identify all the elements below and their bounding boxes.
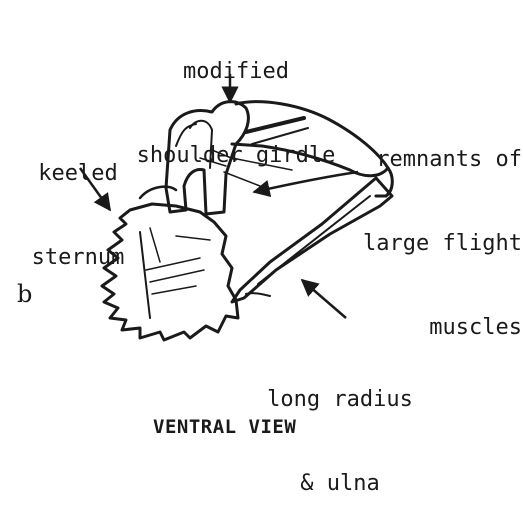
panel-letter: b bbox=[17, 280, 32, 308]
arrow-radius bbox=[302, 280, 346, 318]
label-shoulder-girdle: modified shoulder girdle bbox=[136, 2, 336, 198]
label-radius-line1: long radius bbox=[250, 386, 430, 414]
label-radius-line2: & ulna bbox=[250, 470, 430, 498]
label-shoulder-line1: modified bbox=[136, 58, 336, 86]
label-shoulder-line2: shoulder girdle bbox=[136, 142, 336, 170]
label-muscles-line1: remnants of bbox=[352, 146, 522, 174]
view-title: VENTRAL VIEW bbox=[153, 416, 296, 438]
label-sternum-line1: keeled bbox=[30, 160, 126, 188]
label-flight-muscles: remnants of large flight muscles bbox=[352, 90, 522, 370]
label-sternum: keeled sternum bbox=[30, 104, 126, 300]
label-sternum-line2: sternum bbox=[30, 244, 126, 272]
label-muscles-line2: large flight bbox=[352, 230, 522, 258]
